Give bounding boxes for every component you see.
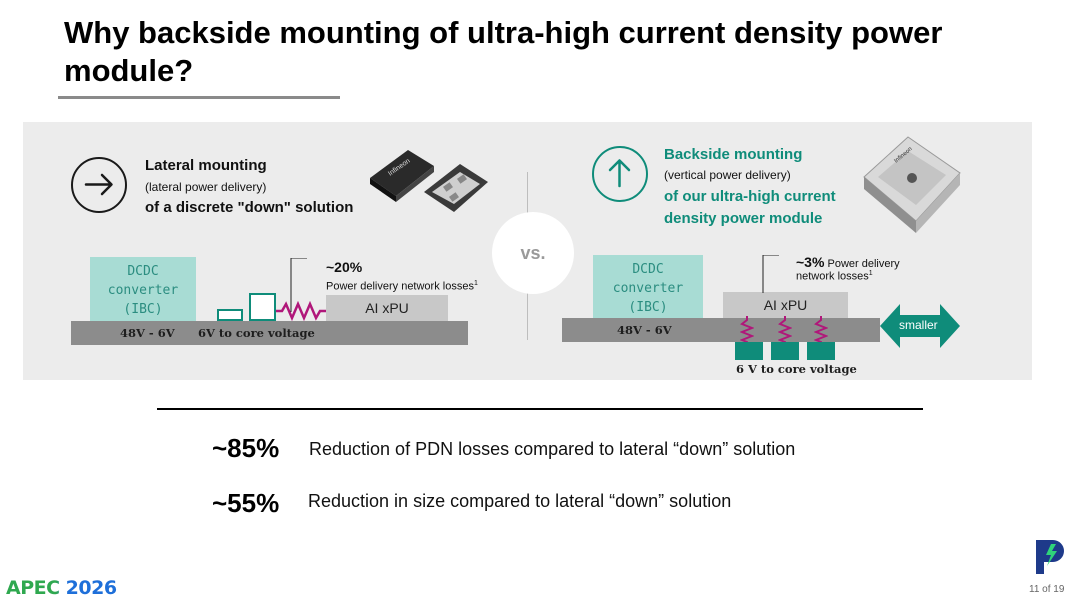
right-loss-line: ~3% Power delivery [796,254,900,272]
right-heading2: of our ultra-high current [664,188,836,205]
backside-module-3 [807,342,835,360]
stat-value-2: ~55% [212,488,280,518]
resistor-vertical-3 [813,316,829,344]
stat-value-1: ~85% [212,433,280,463]
right-loss-pct: ~3% [796,254,825,270]
left-heading: Lateral mounting [145,157,267,174]
resistor-vertical-2 [777,316,793,344]
left-ai-xpu: AI xPU [326,295,448,321]
dcdc-line-3: (IBC) [628,300,668,315]
dcdc-line-1: DCDC [127,264,159,279]
callout-line-left [285,257,310,316]
right-loss-line2: network losses1 [796,270,873,283]
right-pcb-board [562,318,880,342]
left-pcb-board [71,321,468,345]
left-footnote: 1 [473,280,478,287]
left-board-label-core: 6V to core voltage [198,326,315,340]
backside-module-2 [771,342,799,360]
callout-line-right [757,254,782,295]
smaller-double-arrow [880,303,960,349]
left-loss-text: Power delivery network losses [326,280,474,293]
left-loss-pct: ~20% [326,259,363,275]
section-separator [157,408,923,410]
power-module-image: Infineon [860,133,964,237]
right-dcdc-converter: DCDC converter (IBC) [593,255,703,318]
dcdc-line-2: converter [612,281,684,296]
backside-module-1 [735,342,763,360]
stat-text-1: Reduction of PDN losses compared to late… [309,439,796,459]
smaller-label: smaller [899,318,938,332]
right-bottom-label: 6 V to core voltage [736,362,857,376]
title-underline [58,96,340,99]
right-board-label-48v: 48V - 6V [617,323,672,337]
right-footnote: 1 [868,270,873,277]
right-loss-text2: network losses [796,270,869,283]
dcdc-line-3: (IBC) [123,302,163,317]
right-subheading: (vertical power delivery) [664,168,791,182]
left-board-label-48v: 48V - 6V [120,326,175,340]
right-loss-text1: Power delivery [827,258,900,270]
page-number: 11 of 19 [1029,584,1065,595]
vs-badge: vs. [492,212,574,294]
left-loss-label: Power delivery network losses1 [326,276,478,295]
apec-logo: APEC 2026 [6,577,117,599]
arrow-right-icon [71,157,127,213]
dcdc-line-2: converter [107,283,179,298]
right-heading3: density power module [664,210,823,227]
right-ai-xpu: AI xPU [723,292,848,318]
left-dcdc-converter: DCDC converter (IBC) [90,257,196,321]
brand-p-logo-icon [1033,538,1067,576]
right-heading: Backside mounting [664,146,803,163]
dcdc-line-1: DCDC [632,262,664,277]
left-subheading: (lateral power delivery) [145,180,267,194]
discrete-chip-image: Infineon [364,136,494,220]
resistor-vertical-1 [739,316,755,344]
slide-title: Why backside mounting of ultra-high curr… [64,15,943,88]
apec-logo-text: APEC 2026 [6,577,117,599]
left-heading2: of a discrete "down" solution [145,199,354,216]
inductor-box [249,293,276,321]
arrow-up-icon [592,146,648,202]
capacitor-small [217,309,243,321]
resistor-zigzag-left [276,300,332,322]
stat-text-2: Reduction in size compared to lateral “d… [308,491,732,511]
